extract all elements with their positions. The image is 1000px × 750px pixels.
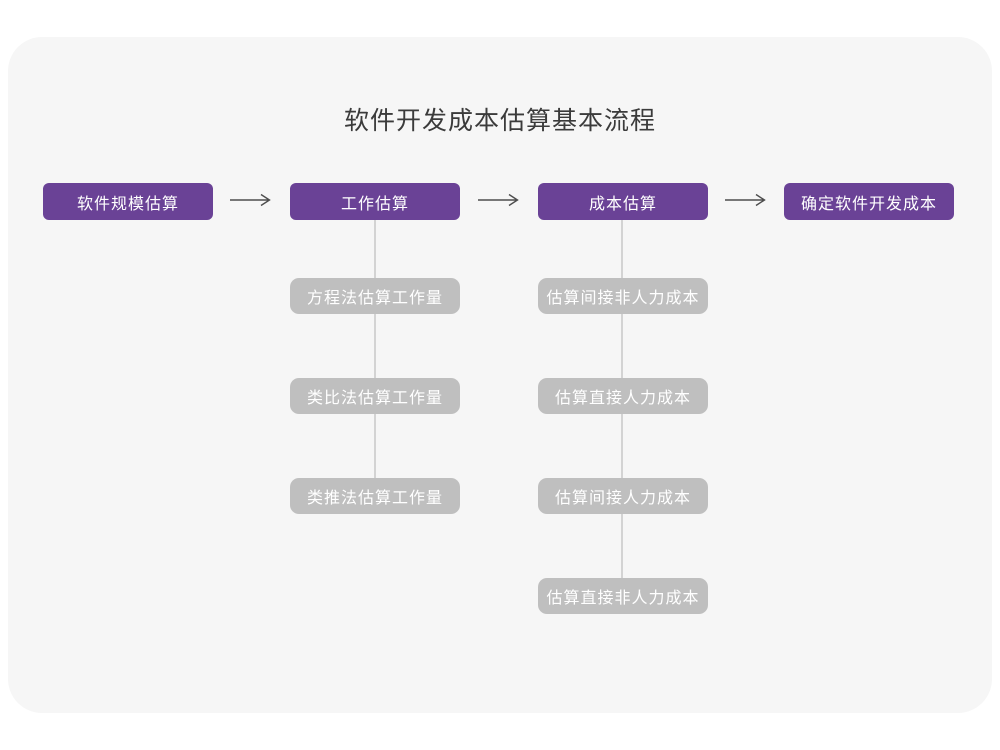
substep-indirect-labor-cost: 估算间接人力成本	[538, 478, 708, 514]
substep-equation-method: 方程法估算工作量	[290, 278, 460, 314]
flow-step-work-estimation: 工作估算	[290, 183, 460, 220]
substep-direct-nonlabor-cost: 估算直接非人力成本	[538, 578, 708, 614]
diagram-title: 软件开发成本估算基本流程	[343, 107, 656, 135]
arrow-right-icon	[478, 193, 519, 207]
arrow-right-icon	[230, 193, 271, 207]
flow-step-cost-estimation: 成本估算	[538, 183, 708, 220]
substep-indirect-nonlabor-cost: 估算间接非人力成本	[538, 278, 708, 314]
connector-line-work-estimation	[374, 220, 376, 482]
arrow-right-icon	[725, 193, 766, 207]
flow-step-software-scale-estimation: 软件规模估算	[43, 183, 213, 220]
substep-direct-labor-cost: 估算直接人力成本	[538, 378, 708, 414]
substep-analogy-method: 类比法估算工作量	[290, 378, 460, 414]
substep-extrapolation-method: 类推法估算工作量	[290, 478, 460, 514]
flow-step-determine-dev-cost: 确定软件开发成本	[784, 183, 954, 220]
diagram-card	[8, 37, 992, 713]
